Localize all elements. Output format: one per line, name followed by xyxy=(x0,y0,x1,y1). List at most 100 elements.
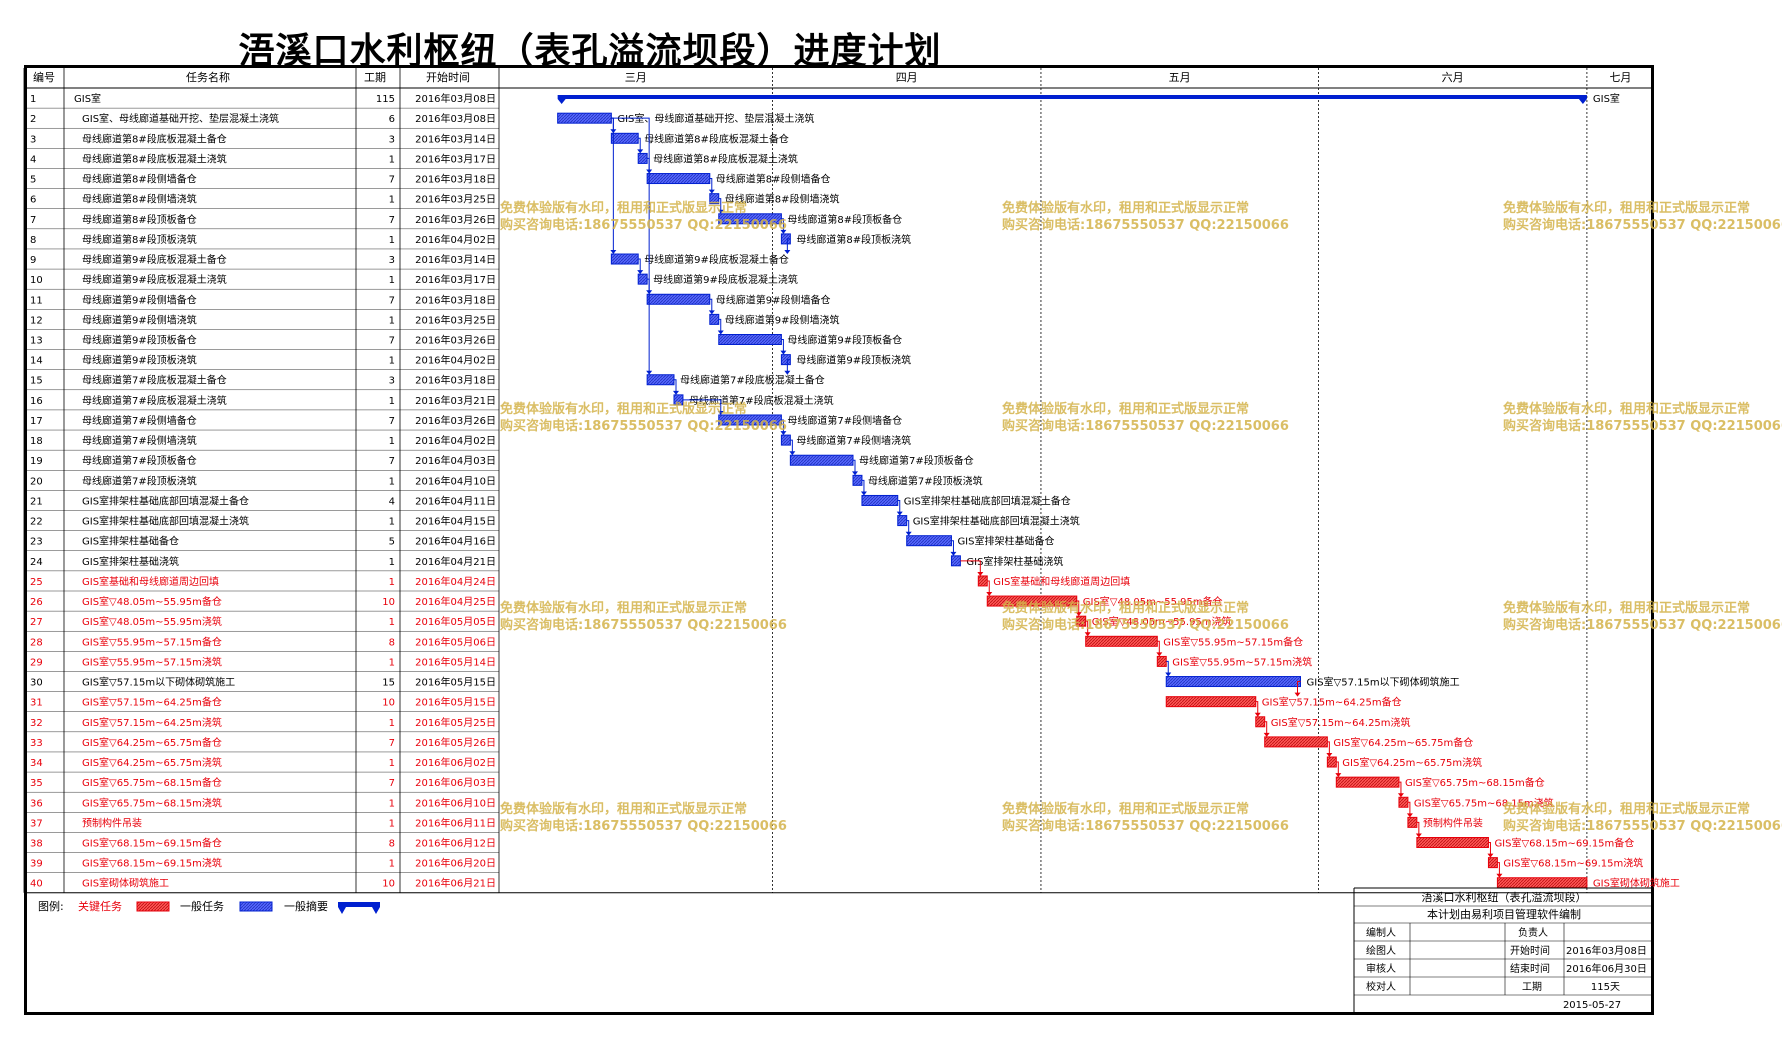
task-start: 2016年04月24日 xyxy=(415,575,496,588)
task-bar[interactable] xyxy=(646,173,711,185)
dependency-link xyxy=(709,298,713,314)
critical-task-bar[interactable] xyxy=(1487,857,1498,869)
task-bar[interactable] xyxy=(646,374,675,386)
task-bar[interactable] xyxy=(852,474,863,486)
critical-task-bar[interactable] xyxy=(1085,635,1158,647)
dependency-link xyxy=(1327,741,1330,757)
task-bar[interactable] xyxy=(780,354,791,366)
task-start: 2016年03月08日 xyxy=(415,112,496,125)
task-bar[interactable] xyxy=(709,313,720,325)
task-bar[interactable] xyxy=(906,535,952,547)
dependency-arrow xyxy=(896,511,903,516)
task-bar[interactable] xyxy=(557,112,612,124)
critical-task-bar[interactable] xyxy=(1156,655,1167,667)
task-bar[interactable] xyxy=(610,253,639,265)
task-bar[interactable] xyxy=(1165,676,1301,688)
critical-task-bar[interactable] xyxy=(1335,776,1400,788)
critical-task-bar[interactable] xyxy=(977,575,988,587)
task-bar[interactable] xyxy=(897,515,908,527)
critical-task-bar[interactable] xyxy=(1326,756,1337,768)
task-name: GIS室排架柱基础底部回填混凝土备仓 xyxy=(82,494,249,507)
task-id: 7 xyxy=(30,215,36,226)
task-bar[interactable] xyxy=(950,555,961,567)
bar-label: GIS室▽57.15m~64.25m备仓 xyxy=(1262,696,1402,709)
dependency-arrow xyxy=(1487,853,1494,858)
col-header-id: 编号 xyxy=(33,70,55,84)
critical-task-bar[interactable] xyxy=(1165,696,1257,708)
task-duration: 1 xyxy=(389,617,395,628)
task-bar[interactable] xyxy=(610,132,639,144)
critical-task-bar[interactable] xyxy=(1416,837,1489,848)
task-name: 预制构件吊装 xyxy=(82,816,142,829)
task-bar[interactable] xyxy=(646,293,711,305)
critical-task-bar[interactable] xyxy=(1398,796,1409,808)
task-bar[interactable] xyxy=(780,434,791,446)
task-duration: 3 xyxy=(389,255,395,266)
task-bar[interactable] xyxy=(780,233,791,245)
task-start: 2016年03月18日 xyxy=(415,173,496,186)
task-duration: 10 xyxy=(382,698,395,709)
task-bar[interactable] xyxy=(789,454,854,466)
critical-task-bar[interactable] xyxy=(1496,877,1588,889)
task-start: 2016年03月18日 xyxy=(415,374,496,387)
task-bar[interactable] xyxy=(861,494,899,506)
bar-label: GIS室▽55.95m~57.15m浇筑 xyxy=(1172,655,1312,668)
task-name: GIS室▽57.15m~64.25m浇筑 xyxy=(82,716,222,729)
task-duration: 4 xyxy=(389,496,395,507)
task-duration: 8 xyxy=(389,637,395,648)
dependency-link xyxy=(1076,600,1080,616)
critical-task-bar[interactable] xyxy=(1255,716,1266,728)
task-duration: 1 xyxy=(389,356,395,367)
task-bar[interactable] xyxy=(637,152,648,164)
critical-task-bar[interactable] xyxy=(1264,736,1328,748)
task-bar[interactable] xyxy=(637,273,648,285)
bar-label: 母线廊道第9#段顶板备仓 xyxy=(787,334,902,347)
critical-task-bar[interactable] xyxy=(1407,816,1418,828)
summary-bar[interactable] xyxy=(557,95,1587,105)
task-bar[interactable] xyxy=(718,334,782,345)
task-start: 2016年05月25日 xyxy=(415,716,496,729)
task-name: 母线廊道第7#段底板混凝土浇筑 xyxy=(82,394,227,407)
